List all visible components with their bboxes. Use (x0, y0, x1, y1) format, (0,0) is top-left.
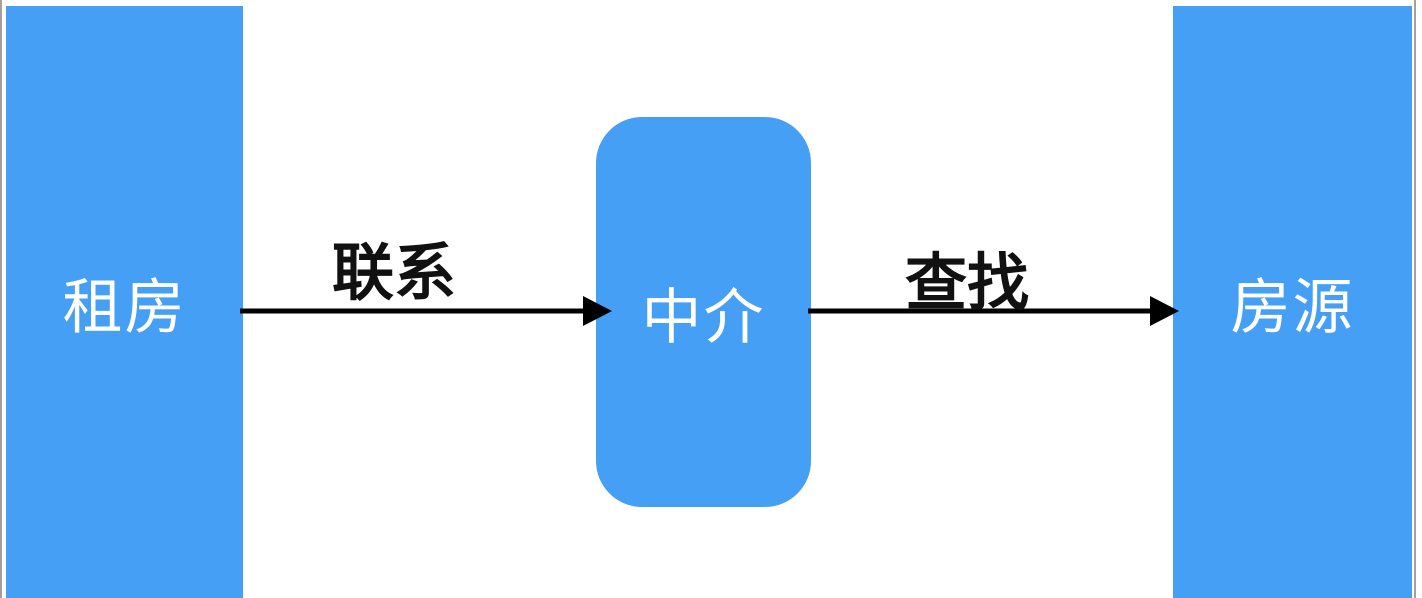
frame-border-left (0, 0, 2, 598)
edge-label-search: 查找 (905, 246, 1030, 319)
arrow-search (808, 296, 1179, 326)
edge-label-contact: 联系 (332, 236, 457, 309)
frame-border-right (1414, 0, 1416, 598)
arrow-contact (240, 296, 612, 326)
node-tenant-label: 租房 (62, 272, 187, 343)
node-agent: 中介 (596, 117, 811, 507)
node-housing: 房源 (1173, 6, 1412, 598)
node-agent-label: 中介 (641, 282, 766, 353)
node-tenant: 租房 (6, 6, 243, 598)
node-housing-label: 房源 (1230, 272, 1355, 343)
